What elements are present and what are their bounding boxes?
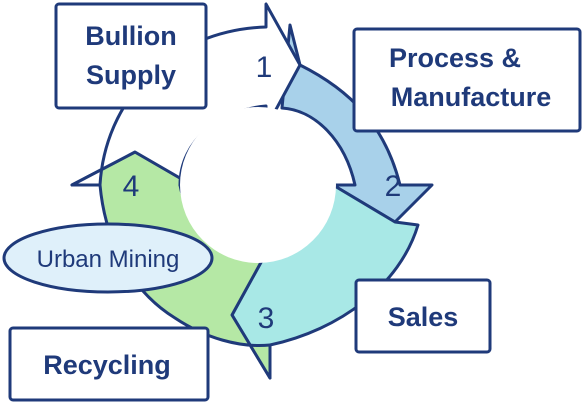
step-number-3: 3	[258, 302, 275, 335]
step-number-1: 1	[256, 51, 273, 84]
process-manufacture-line-2: Manufacture	[391, 82, 552, 112]
bullion-supply-box: Bullion Supply	[54, 2, 208, 110]
process-manufacture-box: Process & Manufacture	[352, 27, 582, 133]
urban-mining-ellipse: Urban Mining	[2, 222, 214, 294]
urban-mining-label: Urban Mining	[37, 246, 180, 273]
recycling-label: Recycling	[43, 350, 171, 380]
step-number-4: 4	[123, 170, 140, 203]
bullion-supply-line-2: Supply	[86, 60, 176, 90]
sales-label: Sales	[388, 302, 459, 332]
ring-inner-outline	[180, 107, 336, 263]
step-number-2: 2	[385, 170, 402, 203]
sales-box: Sales	[354, 278, 492, 354]
recycling-box: Recycling	[8, 326, 210, 402]
process-manufacture-line-1: Process &	[389, 43, 521, 73]
bullion-supply-line-1: Bullion	[85, 21, 176, 51]
